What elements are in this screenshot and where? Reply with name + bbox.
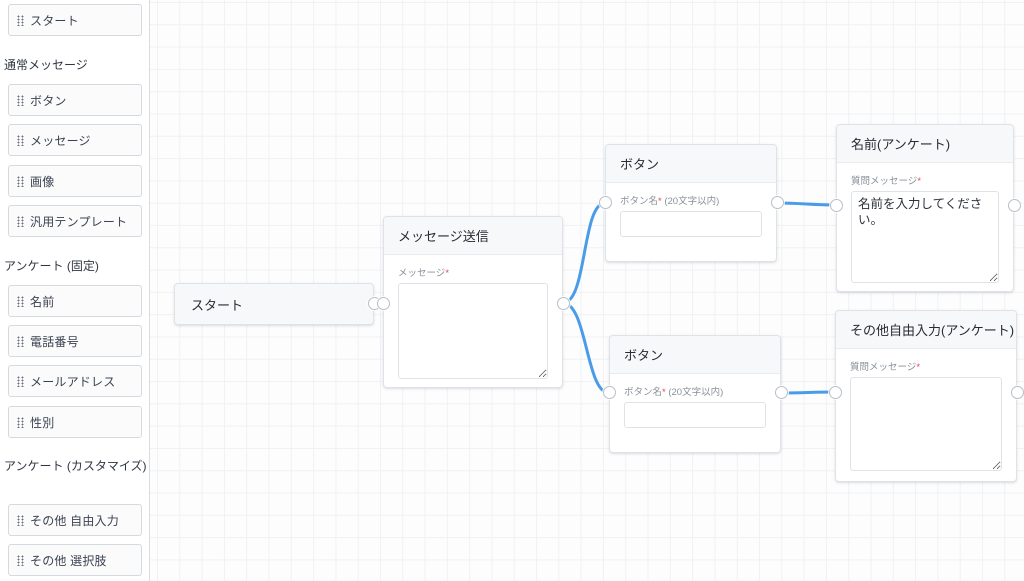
node-button-top-body: ボタン名* (20文字以内) [606, 183, 776, 251]
palette-item-gender[interactable]: 性別 [8, 406, 142, 438]
field-label-text: ボタン名 [620, 196, 659, 207]
palette-item-button[interactable]: ボタン [8, 84, 142, 116]
port-freetext-survey-output[interactable] [1011, 386, 1024, 399]
edge-send-to-button-top [561, 201, 607, 305]
message-textarea[interactable] [398, 283, 548, 379]
palette-item-image[interactable]: 画像 [8, 165, 142, 197]
field-label-text: ボタン名 [624, 387, 663, 398]
drag-grip-icon [17, 134, 24, 146]
palette-item-label: 名前 [30, 294, 55, 309]
field-label-suffix: (20文字以内) [668, 387, 724, 398]
port-name-survey-output[interactable] [1008, 199, 1021, 212]
node-button-bottom[interactable]: ボタン ボタン名* (20文字以内) [609, 335, 781, 453]
field-label-button-name: ボタン名* (20文字以内) [624, 384, 766, 398]
drag-grip-icon [17, 295, 24, 307]
palette-section-title-survey-fixed: アンケート (固定) [4, 259, 99, 273]
palette-item-label: 電話番号 [30, 334, 79, 349]
drag-grip-icon [17, 215, 24, 227]
palette-item-label: 画像 [30, 174, 55, 189]
palette-item-label: メッセージ [30, 133, 91, 148]
palette-item-label: メールアドレス [30, 374, 116, 389]
edge-button-bottom-to-freetext [779, 390, 837, 395]
palette-item-label: その他 選択肢 [30, 553, 107, 568]
node-send-message[interactable]: メッセージ送信 メッセージ* [383, 216, 563, 388]
button-name-input[interactable] [620, 211, 762, 237]
required-marker: * [658, 196, 662, 207]
port-name-survey-input[interactable] [830, 199, 843, 212]
node-freetext-survey-body: 質問メッセージ* [836, 349, 1016, 490]
drag-grip-icon [17, 375, 24, 387]
palette-item-label: 性別 [30, 415, 55, 430]
drag-grip-icon [17, 335, 24, 347]
palette-item-start[interactable]: スタート [8, 4, 142, 36]
palette-item-email-address[interactable]: メールアドレス [8, 365, 142, 397]
port-send-message-output[interactable] [557, 297, 570, 310]
edge-send-to-button-bottom [561, 301, 611, 395]
port-button-bottom-input[interactable] [603, 386, 616, 399]
node-name-survey[interactable]: 名前(アンケート) 質問メッセージ* [836, 124, 1014, 292]
palette-item-label: 汎用テンプレート [30, 214, 128, 229]
node-button-top[interactable]: ボタン ボタン名* (20文字以内) [605, 144, 777, 262]
button-name-input[interactable] [624, 402, 766, 428]
field-label-message: メッセージ* [398, 265, 548, 279]
node-send-message-body: メッセージ* [384, 255, 562, 398]
drag-grip-icon [17, 416, 24, 428]
palette-section-title-normal-message: 通常メッセージ [4, 58, 88, 72]
node-button-bottom-body: ボタン名* (20文字以内) [610, 374, 780, 442]
field-label-text: 質問メッセージ [851, 176, 918, 187]
drag-grip-icon [17, 14, 24, 26]
field-label-text: メッセージ [398, 268, 446, 279]
question-message-textarea[interactable] [851, 191, 999, 283]
drag-grip-icon [17, 94, 24, 106]
question-message-textarea[interactable] [850, 377, 1002, 471]
port-button-top-input[interactable] [599, 196, 612, 209]
required-marker: * [916, 362, 921, 373]
node-freetext-survey[interactable]: その他自由入力(アンケート) 質問メッセージ* [835, 310, 1017, 482]
drag-grip-icon [17, 175, 24, 187]
palette-item-label: スタート [30, 13, 79, 28]
drag-grip-icon [17, 554, 24, 566]
drag-grip-icon [17, 514, 24, 526]
port-send-message-input[interactable] [377, 297, 390, 310]
field-label-button-name: ボタン名* (20文字以内) [620, 193, 762, 207]
port-button-top-output[interactable] [771, 196, 784, 209]
required-marker: * [662, 387, 666, 398]
node-freetext-survey-header: その他自由入力(アンケート) [836, 311, 1016, 349]
node-button-top-header: ボタン [606, 145, 776, 183]
field-label-question-message: 質問メッセージ* [850, 359, 1002, 373]
node-start-title: スタート [191, 297, 244, 313]
palette-section-title-survey-custom: アンケート (カスタマイズ) [4, 459, 147, 473]
node-button-bottom-header: ボタン [610, 336, 780, 374]
palette-item-label: ボタン [30, 93, 67, 108]
palette-item-message[interactable]: メッセージ [8, 124, 142, 156]
field-label-question-message: 質問メッセージ* [851, 173, 999, 187]
node-name-survey-header: 名前(アンケート) [837, 125, 1013, 163]
port-button-bottom-output[interactable] [775, 386, 788, 399]
node-name-survey-body: 質問メッセージ* [837, 163, 1013, 302]
required-marker: * [917, 176, 922, 187]
palette-item-other-choice[interactable]: その他 選択肢 [8, 544, 142, 576]
port-freetext-survey-input[interactable] [829, 386, 842, 399]
required-marker: * [445, 268, 450, 279]
edge-button-top-to-name [775, 201, 838, 207]
field-label-suffix: (20文字以内) [664, 196, 720, 207]
node-palette-sidebar: スタート 通常メッセージ ボタン メッセージ 画像 汎用テンプレート アンケート… [0, 0, 150, 581]
palette-item-other-freetext[interactable]: その他 自由入力 [8, 504, 142, 536]
node-start[interactable]: スタート [174, 283, 374, 325]
palette-item-generic-template[interactable]: 汎用テンプレート [8, 205, 142, 237]
field-label-text: 質問メッセージ [850, 362, 917, 373]
palette-item-name[interactable]: 名前 [8, 285, 142, 317]
palette-item-label: その他 自由入力 [30, 513, 119, 528]
palette-item-phone-number[interactable]: 電話番号 [8, 325, 142, 357]
flow-canvas[interactable]: スタート メッセージ送信 メッセージ* ボタン ボタン名* (20文字以内) [150, 0, 1024, 581]
node-send-message-header: メッセージ送信 [384, 217, 562, 255]
